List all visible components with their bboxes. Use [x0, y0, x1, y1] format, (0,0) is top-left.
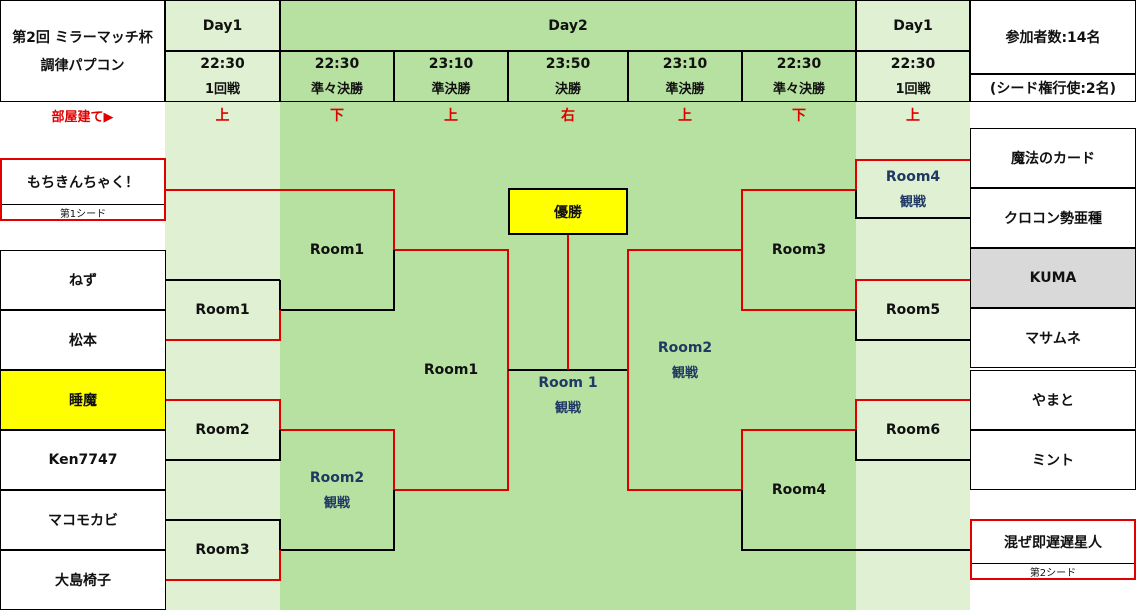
room-left-sf: Room1 [423, 362, 479, 378]
host-dir-2: 下 [330, 108, 344, 124]
round-col-6: 22:30 準々決勝 [742, 51, 856, 102]
round-time: 22:30 [314, 56, 360, 72]
tournament-title: 第2回 ミラーマッチ杯 調律パプコン [0, 0, 165, 102]
left-player-1: ねず [0, 250, 166, 310]
title-line2: 調律パプコン [40, 58, 125, 74]
seed-1-box: もちきんちゃく！ 第1シード [0, 158, 166, 221]
title-line1: 第2回 ミラーマッチ杯 [12, 30, 153, 46]
host-dir-7: 上 [906, 108, 920, 124]
room-left-qf-b: Room2 観戦 [280, 430, 394, 550]
right-player-1: 魔法のカード [970, 128, 1136, 188]
room-right-r1-a-name: Room4 [885, 168, 941, 185]
room-final-spectate: 観戦 [554, 400, 581, 416]
round-name: 1回戦 [204, 82, 241, 97]
round-name: 準決勝 [665, 82, 705, 97]
room-left-qf-b-name: Room2 [309, 469, 365, 486]
room-right-r1-a-spectate: 観戦 [899, 194, 926, 210]
room-left-qf-b-spectate: 観戦 [323, 495, 350, 511]
round-time: 23:10 [428, 56, 474, 72]
room-final-name: Room 1 [538, 374, 598, 391]
day1-right-header: Day1 [856, 0, 970, 51]
right-player-3: KUMA [970, 248, 1136, 308]
host-dir-4: 右 [561, 108, 575, 124]
left-player-4: Ken7747 [0, 430, 166, 490]
room-right-sf-name: Room2 [657, 339, 713, 356]
day1-left-header: Day1 [165, 0, 280, 51]
round-name: 決勝 [554, 82, 581, 97]
right-player-6: ミント [970, 430, 1136, 490]
round-time: 22:30 [200, 56, 245, 72]
room-right-sf: Room2 観戦 [628, 250, 742, 490]
round-name: 1回戦 [895, 82, 931, 97]
room-right-qf-a: Room3 [771, 242, 827, 258]
day2-header: Day2 [280, 0, 856, 51]
round-col-2: 22:30 準々決勝 [280, 51, 394, 102]
right-player-2: クロコン勢亜種 [970, 188, 1136, 248]
room-final: Room 1 観戦 [508, 370, 628, 420]
seed-1-player: もちきんちゃく！ [27, 175, 139, 191]
left-player-3: 睡魔 [0, 370, 166, 430]
room-right-r1-b: Room5 [885, 302, 941, 318]
participant-count: 参加者数:14名 [970, 0, 1136, 74]
room-left-r1-b: Room2 [195, 422, 250, 438]
round-col-1: 22:30 1回戦 [165, 51, 280, 102]
room-right-r1-a: Room4 観戦 [856, 160, 970, 218]
room-right-qf-b: Room4 [771, 482, 827, 498]
round-col-5: 23:10 準決勝 [628, 51, 742, 102]
left-player-5: マコモカビ [0, 490, 166, 550]
round-name: 準決勝 [431, 82, 471, 97]
room-right-sf-spectate: 観戦 [671, 365, 698, 381]
room-left-qf-a: Room1 [309, 242, 365, 258]
room-right-r1-c: Room6 [885, 422, 941, 438]
round-col-4: 23:50 決勝 [508, 51, 628, 102]
day1-right-column [856, 102, 970, 610]
host-dir-6: 下 [792, 108, 806, 124]
seed-2-box: 混ぜ即遅遅星人 第2シード [970, 519, 1136, 580]
host-dir-5: 上 [678, 108, 692, 124]
room-left-r1-c: Room3 [195, 542, 250, 558]
round-time: 23:50 [545, 56, 591, 72]
seed-count: (シード権行使:2名) [970, 74, 1136, 102]
round-name: 準々決勝 [310, 82, 363, 97]
right-player-4: マサムネ [970, 308, 1136, 368]
room-host-label: 部屋建て▶ [51, 109, 114, 125]
host-dir-1: 上 [215, 108, 230, 124]
round-col-7: 22:30 1回戦 [856, 51, 970, 102]
right-player-5: やまと [970, 370, 1136, 430]
seed-2-label: 第2シード [972, 563, 1134, 579]
seed-2-player: 混ぜ即遅遅星人 [1004, 535, 1102, 551]
champion-box: 優勝 [508, 188, 628, 235]
left-player-2: 松本 [0, 310, 166, 370]
round-time: 23:10 [662, 56, 708, 72]
seed-1-label: 第1シード [2, 204, 164, 220]
left-player-6: 大島椅子 [0, 550, 166, 610]
host-dir-3: 上 [444, 108, 458, 124]
day1-left-column [165, 102, 280, 610]
round-time: 22:30 [890, 56, 936, 72]
round-col-3: 23:10 準決勝 [394, 51, 508, 102]
round-name: 準々決勝 [772, 82, 825, 97]
room-left-r1-a: Room1 [195, 302, 250, 318]
round-time: 22:30 [776, 56, 822, 72]
